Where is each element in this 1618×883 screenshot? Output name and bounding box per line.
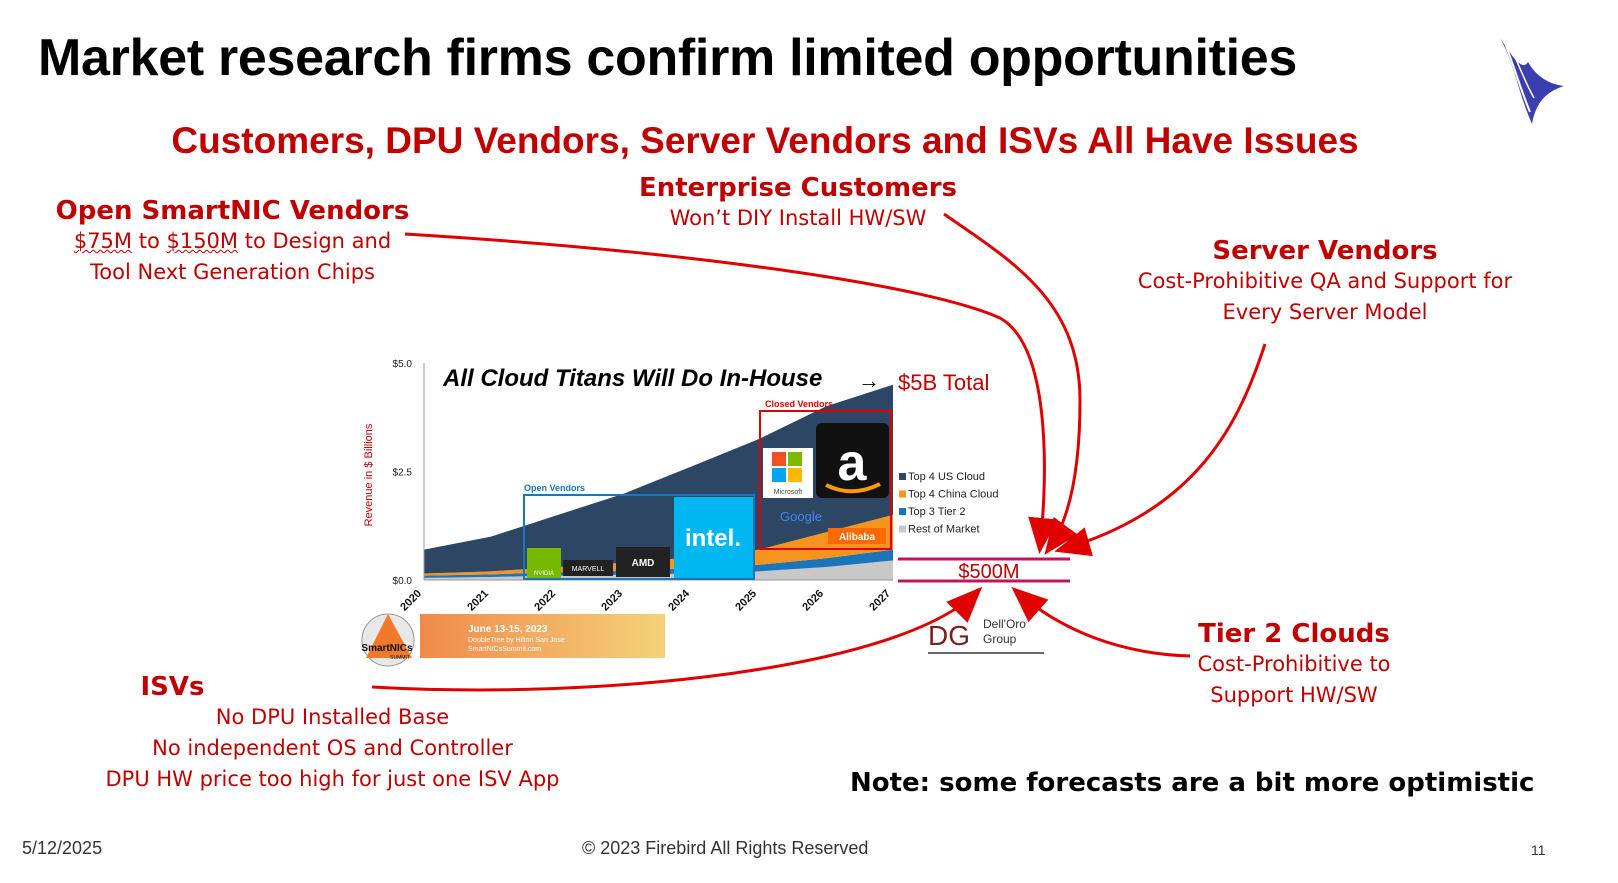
callout-heading: ISVs	[140, 672, 205, 702]
amazon-smile-icon	[825, 482, 881, 494]
closed-vendors-label: Closed Vendors	[765, 399, 833, 409]
footer-copyright: © 2023 Firebird All Rights Reserved	[582, 838, 869, 858]
arrow-open-smartnic	[404, 232, 1058, 554]
amd-logo-icon	[616, 547, 670, 577]
alibaba-logo-text: Alibaba	[839, 532, 876, 543]
callout-line: DPU HW price too high for just one ISV A…	[105, 767, 560, 791]
page-number: 11	[1531, 842, 1546, 858]
open-vendors-label: Open Vendors	[524, 483, 585, 493]
callout-tier2-clouds: Tier 2 Clouds Cost-Prohibitive to Suppor…	[1160, 619, 1428, 711]
callout-line: No DPU Installed Base	[215, 705, 450, 729]
callout-line: $75M to $150M to Design and	[40, 226, 425, 257]
nvidia-logo-text: NVIDIA	[534, 571, 554, 577]
x-tick-label: 2024	[666, 587, 692, 613]
callout-heading: Enterprise Customers	[638, 173, 958, 203]
amazon-logo-icon	[816, 423, 889, 498]
banner-brand: SmartNICs	[361, 643, 413, 654]
legend-label: Top 4 US Cloud	[908, 471, 985, 483]
cost-tail: to Design and	[238, 229, 392, 253]
delloro-logo: DG Dell'Oro Group	[928, 617, 1044, 654]
legend-swatch	[899, 525, 906, 533]
x-tick-label: 2027	[867, 588, 893, 614]
x-tick-label: 2023	[599, 588, 625, 614]
callout-heading: Open SmartNIC Vendors	[55, 196, 410, 226]
open-vendors-box	[523, 494, 755, 580]
area-rest-of-market	[424, 560, 893, 580]
callout-line: Cost-Prohibitive to	[1197, 652, 1391, 676]
arrow-server-vendors	[1054, 343, 1267, 557]
amd-logo-text: AMD	[632, 558, 655, 569]
firebird-logo-icon	[1500, 38, 1564, 124]
arrow-tier2	[1011, 587, 1191, 658]
microsoft-logo-text: Microsoft	[774, 489, 802, 496]
slide-subtitle: Customers, DPU Vendors, Server Vendors a…	[171, 120, 1359, 161]
alibaba-logo-icon	[828, 528, 886, 544]
marvell-logo-icon	[563, 560, 613, 576]
callout-line: No independent OS and Controller	[152, 736, 513, 760]
callout-line: Support HW/SW	[1210, 683, 1378, 707]
x-tick-label: 2021	[465, 588, 491, 614]
market-500m-label: $500M	[958, 561, 1019, 583]
callout-line: Cost-Prohibitive QA and Support for	[1137, 269, 1513, 293]
microsoft-logo-icon	[763, 448, 813, 498]
callout-open-smartnic: Open SmartNIC Vendors $75M to $150M to D…	[40, 196, 425, 288]
intel-logo-icon	[674, 497, 753, 578]
delloro-line1: Dell'Oro	[983, 617, 1026, 631]
banner-date: June 13-15, 2023	[468, 624, 548, 635]
amazon-logo-text: a	[838, 434, 868, 492]
google-logo-text: Google	[780, 509, 822, 524]
x-tick-label: 2020	[398, 588, 424, 614]
y-tick-label: $5.0	[393, 359, 413, 370]
y-axis-label: Revenue in $ Billions	[363, 423, 375, 526]
arrow-isvs	[371, 586, 983, 692]
x-tick-label: 2025	[733, 588, 759, 614]
x-tick-label: 2026	[800, 588, 826, 614]
cost-sep: to	[132, 229, 167, 253]
marvell-logo-text: MARVELL	[572, 566, 605, 573]
banner-brand-sub: SUMMIT	[390, 655, 410, 661]
banner-url: SmartNICsSummit.com	[468, 646, 541, 653]
closed-vendors-box	[759, 410, 892, 550]
legend-label: Top 4 China Cloud	[908, 489, 999, 501]
banner-venue: DoubleTree by Hilton San Jose	[468, 637, 565, 644]
callout-server-vendors: Server Vendors Cost-Prohibitive QA and S…	[1125, 236, 1525, 328]
legend-label: Top 3 Tier 2	[908, 506, 965, 518]
x-tick-label: 2022	[532, 588, 558, 614]
legend-label: Rest of Market	[908, 524, 980, 536]
forecast-note: Note: some forecasts are a bit more opti…	[850, 768, 1535, 798]
callout-line: Won’t DIY Install HW/SW	[669, 206, 927, 230]
footer-date: 5/12/2025	[22, 838, 103, 858]
arrow-enterprise	[943, 212, 1082, 555]
slide-title: Market research firms confirm limited op…	[38, 29, 1298, 87]
area-top-4-china-cloud	[424, 514, 893, 576]
y-tick-label: $2.5	[393, 468, 413, 479]
callout-line: Tool Next Generation Chips	[90, 260, 375, 284]
callout-heading: Tier 2 Clouds	[1198, 619, 1390, 649]
area-top-4-us-cloud	[424, 384, 893, 574]
legend-swatch	[899, 508, 906, 515]
legend-swatch	[899, 490, 906, 498]
cost-low: $75M	[73, 229, 133, 253]
y-tick-label: $0.0	[393, 576, 413, 587]
callout-isvs: ISVs No DPU Installed Base No independen…	[90, 672, 575, 795]
smartnics-summit-banner: SmartNICs SUMMIT June 13-15, 2023 Double…	[361, 613, 665, 667]
callout-line: Every Server Model	[1222, 300, 1428, 324]
nvidia-logo-icon	[527, 548, 561, 578]
callout-enterprise: Enterprise Customers Won’t DIY Install H…	[618, 173, 978, 234]
callout-heading: Server Vendors	[1212, 236, 1438, 266]
delloro-mark: DG	[928, 620, 970, 651]
arrow-glyph: →	[858, 368, 880, 393]
delloro-line2: Group	[983, 632, 1017, 646]
intel-logo-text: intel.	[685, 525, 741, 552]
total-label: $5B Total	[898, 370, 989, 395]
cost-high: $150M	[166, 229, 239, 253]
legend-swatch	[899, 473, 906, 480]
cloud-titans-label: All Cloud Titans Will Do In-House	[442, 365, 822, 392]
